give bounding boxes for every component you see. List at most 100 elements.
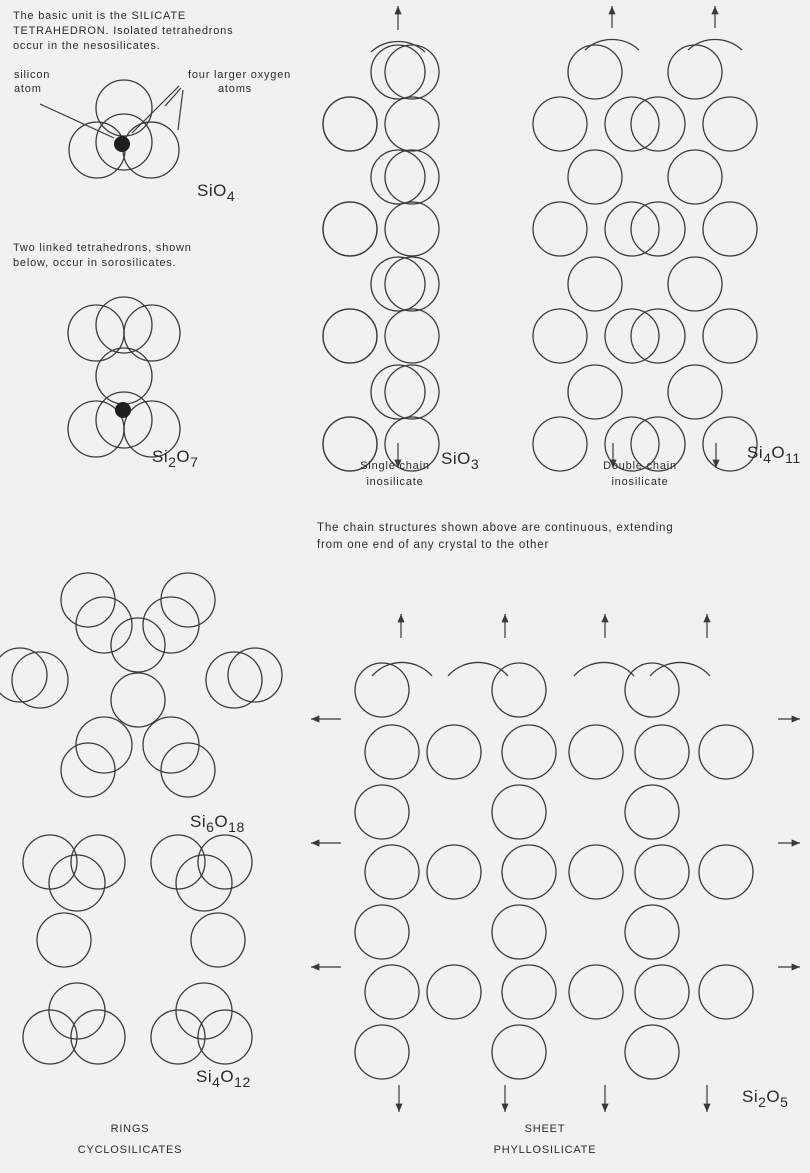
oxygen-atom xyxy=(95,296,153,354)
four-ring-formula: Si4O12 xyxy=(196,1067,251,1090)
oxygen-pointer-line xyxy=(177,89,184,131)
oxygen-atom xyxy=(110,617,166,673)
oxygen-atom xyxy=(48,854,106,912)
oxygen-atom xyxy=(384,44,440,100)
single-chain-formula: SiO3 xyxy=(441,449,480,472)
oxygen-atom xyxy=(67,304,125,362)
oxygen-atom xyxy=(491,1024,547,1080)
oxygen-atom xyxy=(322,201,378,257)
arrow-head xyxy=(791,963,800,971)
oxygen-atom xyxy=(604,201,660,257)
oxygen-atom xyxy=(634,844,690,900)
oxygen-atom xyxy=(568,724,624,780)
oxygen-atom xyxy=(532,416,588,472)
oxygen-atom xyxy=(370,256,426,312)
oxygen-atom xyxy=(604,308,660,364)
oxygen-atom xyxy=(702,416,758,472)
oxygen-atom xyxy=(60,572,116,628)
oxygen-atom xyxy=(567,44,623,100)
oxygen-atom xyxy=(604,416,660,472)
oxygen-atom xyxy=(370,149,426,205)
arrow-head xyxy=(601,614,609,623)
oxygen-atom xyxy=(426,844,482,900)
oxygen-atom xyxy=(370,364,426,420)
arrow-head xyxy=(703,1103,711,1112)
arrow-head xyxy=(711,6,719,15)
sheet-formula: Si2O5 xyxy=(742,1087,789,1110)
oxygen-atom xyxy=(70,834,126,890)
bond-arc xyxy=(370,40,426,53)
oxygen-atom xyxy=(11,651,69,709)
oxygen-pointer-line xyxy=(164,87,182,107)
oxygen-atom xyxy=(354,662,410,718)
arrow-head xyxy=(601,1103,609,1112)
bond-arc xyxy=(687,38,743,51)
oxygen-atom xyxy=(667,256,723,312)
oxygen-atom xyxy=(322,416,378,472)
oxygen-atom xyxy=(384,96,440,152)
oxygen-atom xyxy=(491,904,547,960)
arrow-head xyxy=(397,614,405,623)
oxygen-atom xyxy=(630,308,686,364)
oxygen-atom xyxy=(624,904,680,960)
oxygen-atom xyxy=(150,1009,206,1065)
bond-arc xyxy=(649,661,711,677)
six-ring-formula: Si6O18 xyxy=(190,812,245,835)
silicon-atom-label-line-1: silicon xyxy=(14,69,51,81)
oxygen-atom xyxy=(322,308,378,364)
oxygen-atom xyxy=(70,1009,126,1065)
oxygen-atom xyxy=(36,912,92,968)
oxygen-atom xyxy=(150,834,206,890)
oxygen-atom xyxy=(142,596,200,654)
oxygen-atom xyxy=(354,904,410,960)
oxygen-atom xyxy=(630,416,686,472)
single-chain-caption-line-1: Single chain xyxy=(360,460,430,472)
oxygen-atom xyxy=(567,364,623,420)
oxygen-atom xyxy=(227,647,283,703)
sheet-structure xyxy=(311,614,800,1112)
oxygen-atom xyxy=(624,784,680,840)
bond-arc xyxy=(371,661,433,677)
oxygen-atom xyxy=(630,96,686,152)
oxygen-atom xyxy=(384,416,440,472)
oxygen-atom xyxy=(702,308,758,364)
double-chain-caption-line-2: inosilicate xyxy=(611,476,669,488)
arrow-head xyxy=(394,459,402,468)
oxygen-atom xyxy=(354,784,410,840)
oxygen-atom xyxy=(702,201,758,257)
double-chain-caption-line-1: Double chain xyxy=(603,460,677,472)
oxygen-atom xyxy=(75,596,133,654)
oxygen-atom xyxy=(567,149,623,205)
oxygen-atom xyxy=(624,662,680,718)
arrow-head xyxy=(791,839,800,847)
oxygen-atom xyxy=(567,256,623,312)
oxygen-atom xyxy=(501,724,557,780)
oxygen-atom xyxy=(426,964,482,1020)
oxygen-atom xyxy=(384,364,440,420)
tetrahedron-structure xyxy=(68,79,180,179)
oxygen-atom xyxy=(634,724,690,780)
oxygen-atom xyxy=(426,724,482,780)
oxygen-atom xyxy=(364,724,420,780)
oxygen-atom xyxy=(532,96,588,152)
oxygen-atom xyxy=(667,149,723,205)
oxygen-atom xyxy=(667,44,723,100)
oxygen-atom xyxy=(568,844,624,900)
silicon-atom xyxy=(114,136,130,152)
oxygen-atom xyxy=(370,44,426,100)
oxygen-atom xyxy=(75,716,133,774)
oxygen-atom xyxy=(532,201,588,257)
arrow-head xyxy=(791,715,800,723)
oxygen-atom xyxy=(604,96,660,152)
oxygen-atom xyxy=(60,742,116,798)
oxygen-atom xyxy=(95,79,153,137)
oxygen-atom xyxy=(532,308,588,364)
silicon-atom xyxy=(115,402,131,418)
oxygen-atom xyxy=(95,391,153,449)
oxygen-atom xyxy=(22,834,78,890)
oxygen-atom xyxy=(634,964,690,1020)
oxygen-atom xyxy=(197,1009,253,1065)
oxygen-atom xyxy=(501,844,557,900)
oxygen-atom xyxy=(160,742,216,798)
